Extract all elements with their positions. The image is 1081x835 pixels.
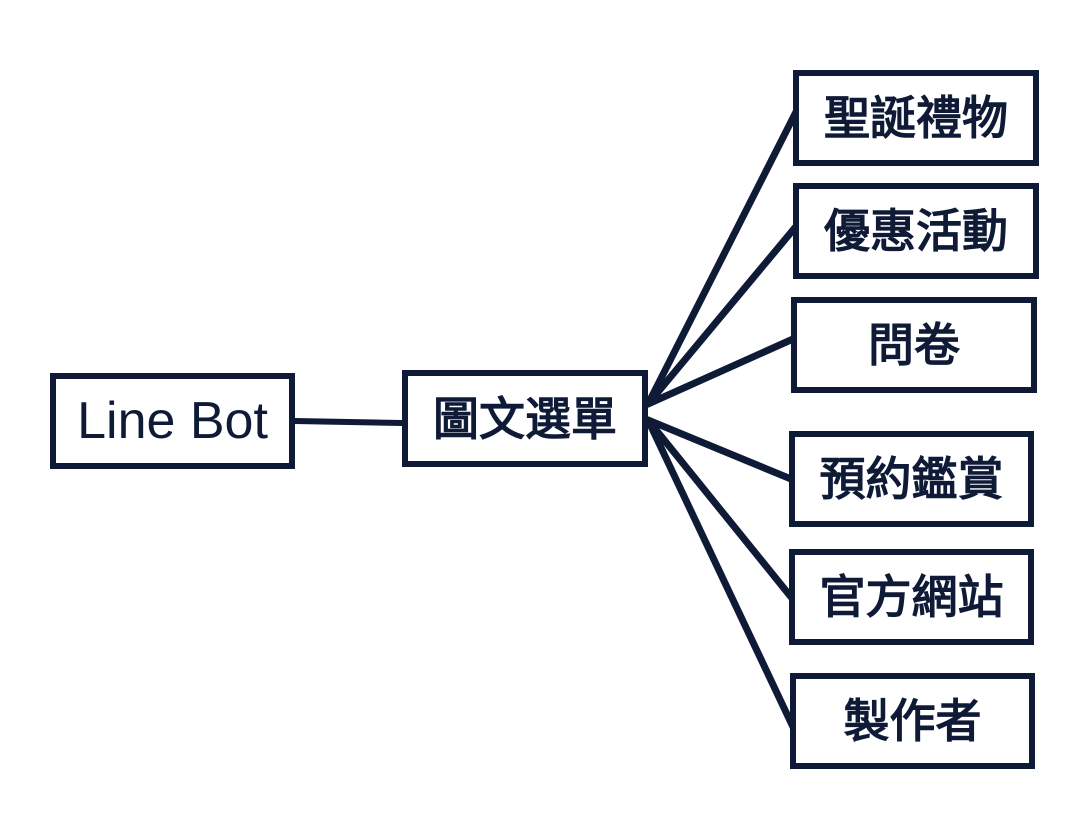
node-leaf-1: 優惠活動 [793,183,1039,279]
node-label: Line Bot [77,392,268,450]
edge-hub-leaf-1 [644,220,802,408]
node-line-bot: Line Bot [50,373,295,469]
edge-hub-leaf-5 [644,416,797,731]
node-label: 問卷 [868,318,960,372]
node-leaf-3: 預約鑑賞 [789,431,1034,527]
node-leaf-2: 問卷 [791,297,1037,393]
node-leaf-5: 製作者 [790,673,1035,769]
node-label: 聖誕禮物 [824,91,1008,145]
node-label: 官方網站 [819,570,1004,624]
node-leaf-0: 聖誕禮物 [793,70,1039,166]
node-rich-menu: 圖文選單 [402,370,648,467]
edge-hub-leaf-4 [644,416,795,601]
node-label: 圖文選單 [433,391,617,446]
node-label: 預約鑑賞 [819,452,1004,506]
edge-hub-leaf-2 [644,335,797,408]
node-leaf-4: 官方網站 [789,549,1034,645]
edge-hub-leaf-0 [644,104,802,408]
node-label: 製作者 [843,694,982,748]
edge-root-hub [292,418,405,426]
node-label: 優惠活動 [824,204,1008,258]
edge-hub-leaf-3 [644,416,795,483]
